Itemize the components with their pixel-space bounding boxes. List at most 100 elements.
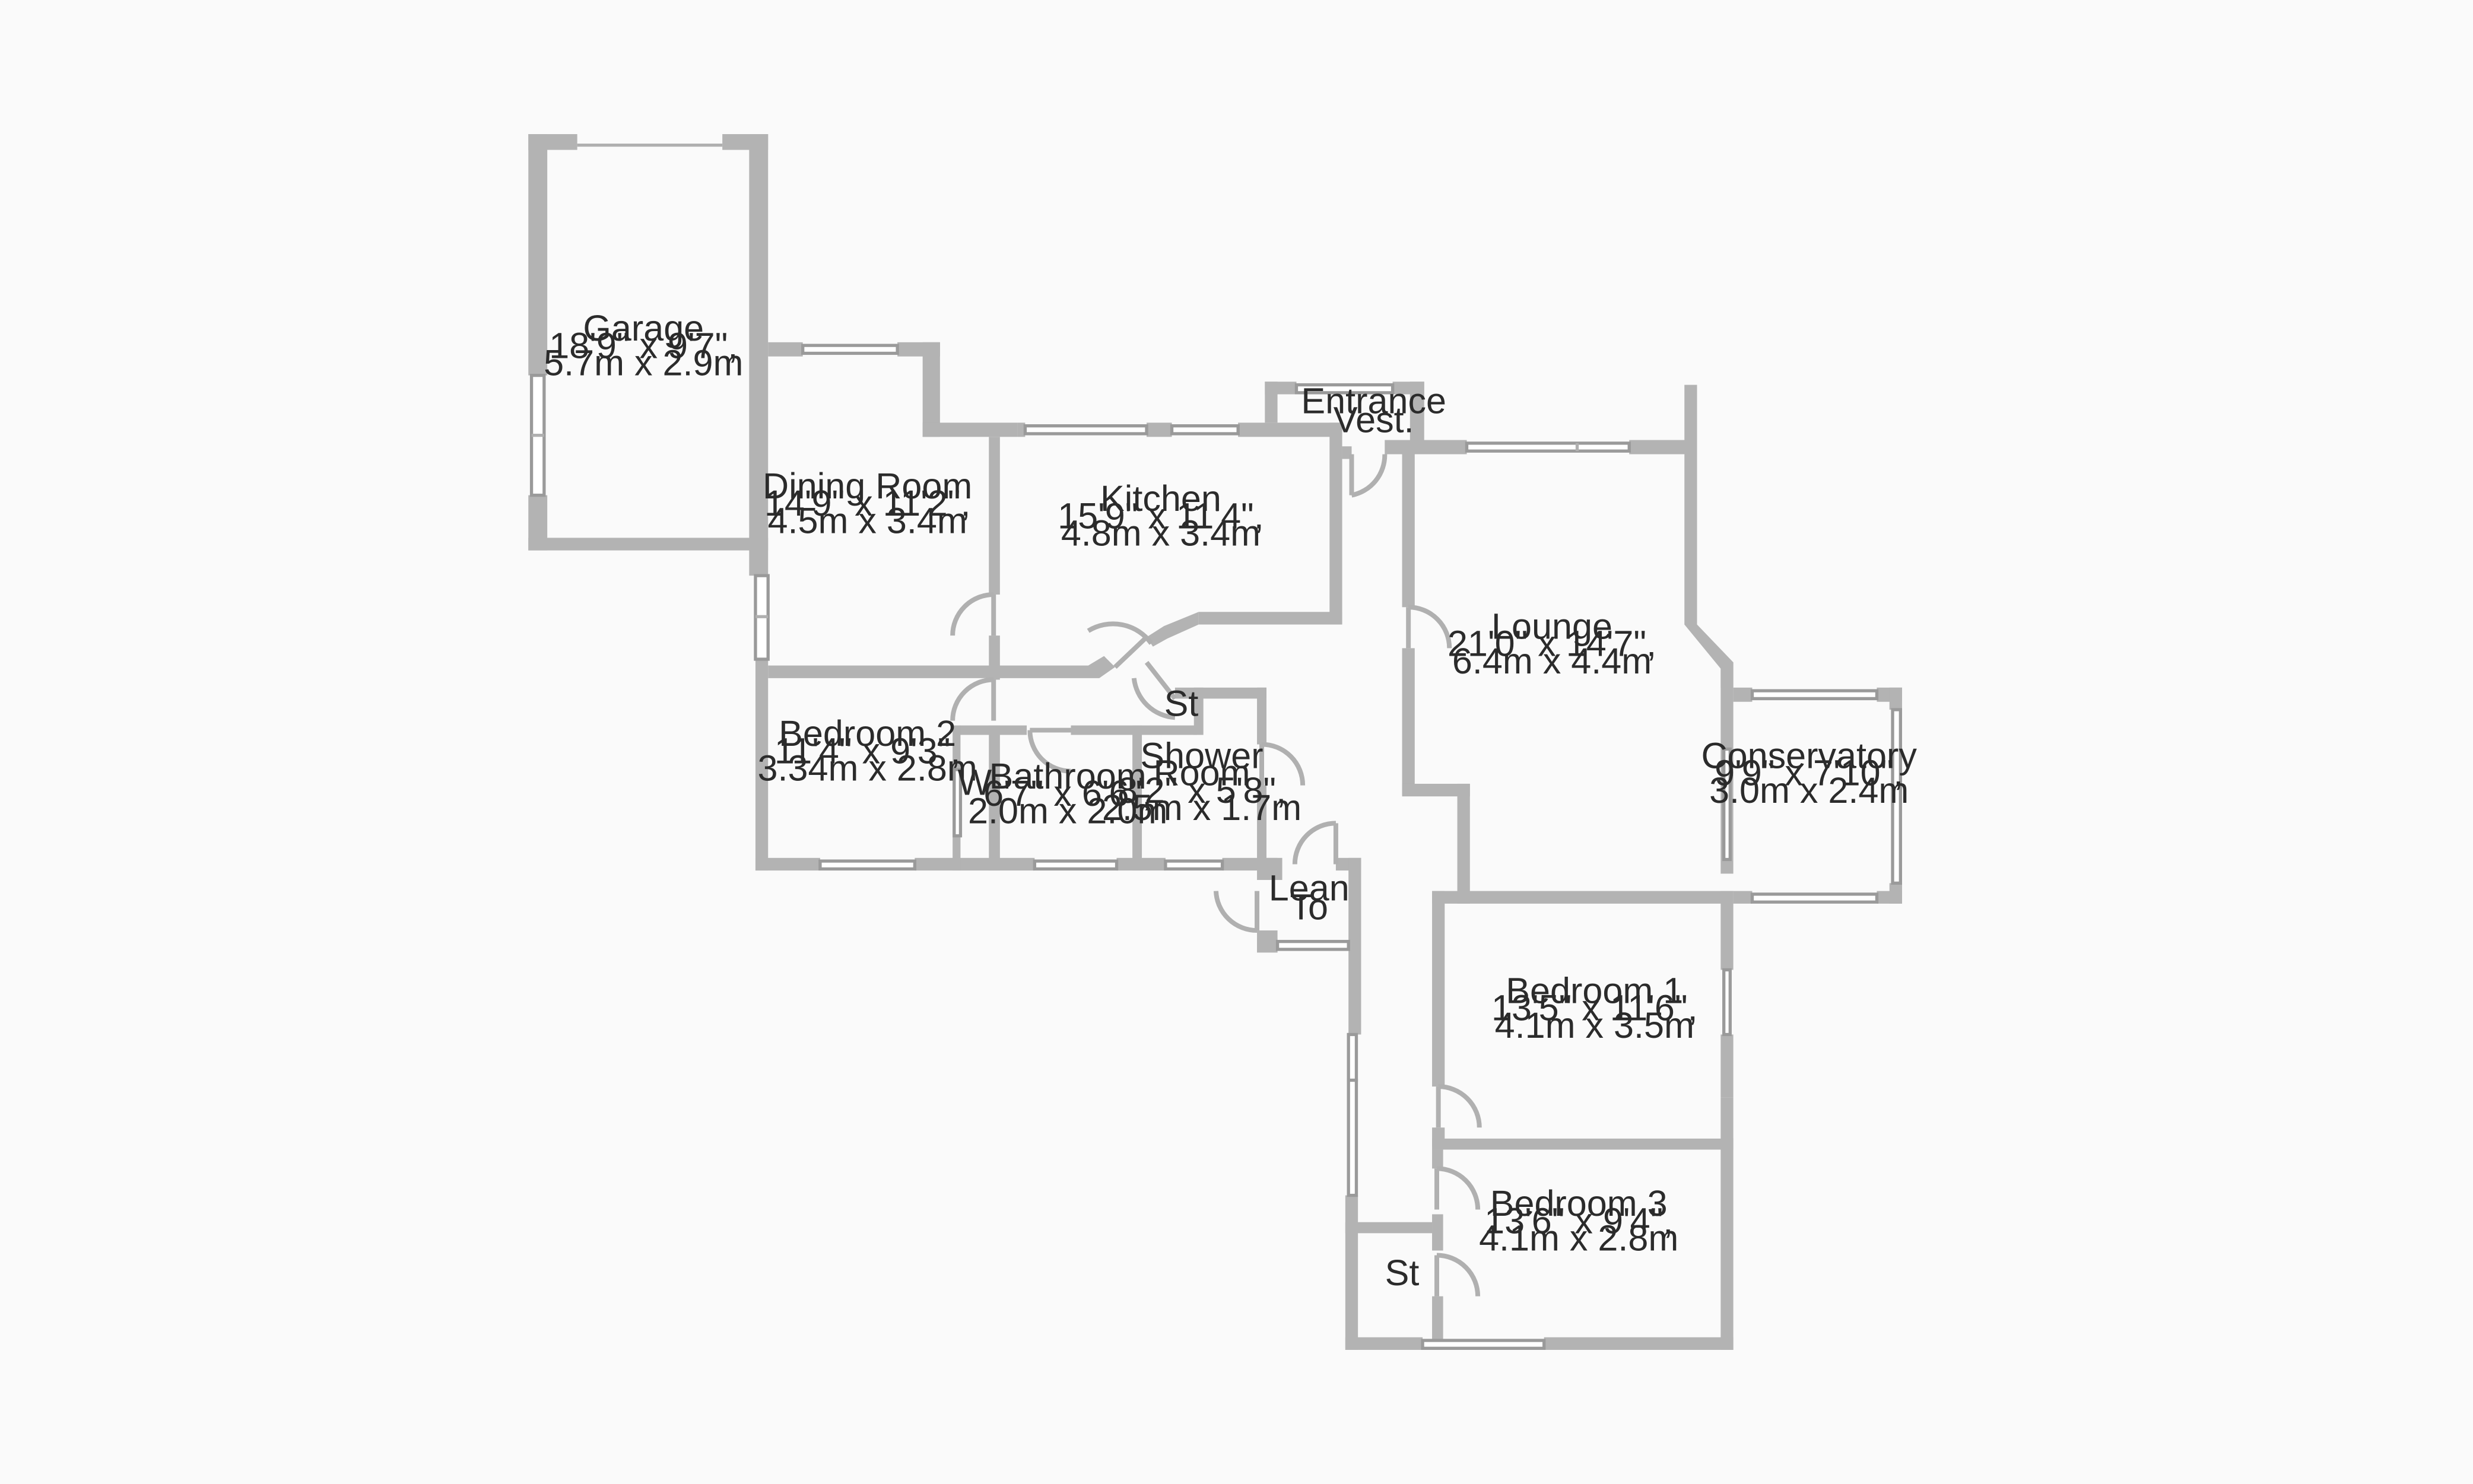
wall-lounge-west-lower <box>1402 648 1415 795</box>
window-bath-south <box>1033 859 1119 871</box>
door-store-leaf <box>1144 660 1177 700</box>
wall-bed1-west-upper <box>1432 891 1445 1087</box>
label-lounge-name: Lounge <box>1491 606 1612 646</box>
wardrobe-doors <box>953 768 963 838</box>
label-dining-name: Dining Room <box>763 466 972 506</box>
door-store-lower-arc <box>1436 1253 1481 1296</box>
label-entrance-line1: Entrance <box>1301 380 1446 421</box>
wall-conservatory-east <box>1889 687 1902 710</box>
wall-bed2-south-right <box>915 857 1035 871</box>
label-dining-metric: 4.5m x 3.4m <box>768 500 967 541</box>
wall-garage-south <box>528 538 769 551</box>
wall-conservatory-se <box>1877 891 1902 904</box>
wall-lounge-east-upper <box>1684 384 1697 625</box>
wall-kitchen-east <box>1329 422 1342 625</box>
window-kitchen-north-1 <box>1023 424 1148 436</box>
wall-store-bed3-divider <box>1432 1214 1443 1251</box>
wall-entrance-south-right <box>1385 440 1467 455</box>
wall-kitchen-south-right <box>1198 612 1342 625</box>
wall-garage-west-upper <box>528 134 548 376</box>
wall-bed1-east-lower <box>1720 1034 1734 1098</box>
window-conservatory-south <box>1750 892 1879 904</box>
wall-garage-north-left <box>528 134 577 150</box>
wall-kitchen-north-b <box>1147 422 1172 437</box>
label-bed2-metric: 3.34m x 2.8m <box>758 748 977 789</box>
window-corridor-east-1 <box>1347 1032 1358 1082</box>
label-conservatory-metric: 3.0m x 2.4m <box>1709 770 1909 811</box>
window-leanto-south <box>1275 940 1350 951</box>
door-bed3-arc <box>1436 1166 1481 1210</box>
label-lounge-imperial: 21'0" x 14'7", <box>1447 624 1656 664</box>
wall-dining-north-left <box>768 342 803 357</box>
label-conservatory-name: Conservatory <box>1701 735 1917 776</box>
label-dining-imperial: 14'9" x 11'2", <box>764 483 971 523</box>
label-garage-metric: 5.7m x 2.9m <box>544 343 743 383</box>
wall-bed3-south-left <box>1345 1337 1423 1350</box>
wall-entrance-north-left <box>1265 382 1297 395</box>
label-leanto-line2: To <box>1290 886 1328 927</box>
label-bed3-name: Bedroom 3 <box>1490 1183 1668 1224</box>
windows <box>529 143 1902 1350</box>
wall-entrance-south-left <box>1342 446 1352 459</box>
wall-bed3-west-upper <box>1432 1149 1443 1169</box>
label-entrance-line2: Vest. <box>1334 399 1414 440</box>
label-garage-name: Garage <box>583 308 704 348</box>
label-kitchen-name: Kitchen <box>1100 478 1221 519</box>
window-bed1-east <box>1722 968 1732 1037</box>
wall-dining-west-lower <box>755 659 769 871</box>
wall-lounge-north-right <box>1629 440 1697 455</box>
label-bath-imperial: 6'7" x 6'6", <box>983 773 1152 814</box>
wall-bed3-south-right <box>1544 1337 1734 1350</box>
wall-garage-east <box>749 134 769 576</box>
label-bed3-metric: 4.1m x 2.8m <box>1479 1218 1678 1259</box>
window-conservatory-west <box>1722 747 1732 862</box>
wall-bed2-bath-divider <box>989 725 1000 871</box>
label-bed1-name: Bedroom 1 <box>1506 970 1683 1010</box>
wall-leanto-east <box>1348 857 1361 1035</box>
window-dining-north <box>801 344 899 355</box>
wall-store-west <box>1345 1195 1358 1350</box>
label-bath-name: Bathroom <box>989 756 1147 796</box>
wall-kitchen-angle <box>1147 612 1199 647</box>
window-bed3-south <box>1421 1339 1546 1350</box>
door-bathroom-arc <box>1027 730 1071 774</box>
doors <box>950 454 1482 1296</box>
door-entrance-arc <box>1351 454 1388 498</box>
window-corridor-east-2 <box>1347 1078 1358 1197</box>
label-lounge-metric: 6.4m x 4.4m <box>1452 641 1652 681</box>
wall-shower-east-lower <box>1257 785 1266 867</box>
wall-dining-kitchen-divider-upper <box>989 437 1000 595</box>
wall-entrance-right <box>1409 382 1424 445</box>
wall-dining-step <box>922 342 940 437</box>
label-shower-line2: Room <box>1154 753 1250 793</box>
wall-corridor-angle <box>1088 656 1115 678</box>
wall-conservatory-north-a <box>1733 687 1753 702</box>
label-wardrobe: W <box>958 762 992 803</box>
label-bed1-imperial: 13'5" x 11'6", <box>1491 988 1698 1028</box>
wall-store-north <box>1345 1222 1433 1234</box>
wall-leanto-north <box>1257 857 1282 881</box>
wall-bed2-south-left <box>755 857 820 871</box>
wall-store-left <box>1193 687 1204 735</box>
door-lounge-arc <box>1408 605 1452 649</box>
window-lounge-north <box>1465 441 1631 453</box>
door-dining-kitchen-arc <box>950 592 994 636</box>
label-bed3-imperial: 13'6" x 9'4", <box>1484 1200 1673 1241</box>
wall-lounge-west-upper <box>1402 454 1415 608</box>
door-bed1-arc <box>1438 1084 1482 1128</box>
wall-shower-east-upper <box>1257 687 1266 745</box>
label-garage-imperial: 18'9" x 9'7", <box>549 325 738 366</box>
wall-bed1-bed3-divider <box>1432 1138 1734 1150</box>
label-leanto-line1: Lean <box>1269 868 1350 908</box>
label-store-upper: St <box>1164 684 1199 724</box>
label-shower-metric: 2.5m x 1.7m <box>1102 787 1301 828</box>
label-shower-imperial: 8'2" x 5'8", <box>1118 770 1286 811</box>
door-leanto-west-arc <box>1213 891 1258 933</box>
wall-lounge-west-step <box>1457 783 1470 904</box>
label-kitchen-metric: 4.8m x 3.4m <box>1061 513 1261 554</box>
label-bed2-name: Bedroom 2 <box>779 713 956 754</box>
window-conservatory-north <box>1750 689 1879 701</box>
wall-kitchen-north-a <box>1017 422 1026 437</box>
label-conservatory-imperial: 9'9" x 7'10", <box>1715 753 1903 793</box>
wall-bed1-east-upper <box>1720 891 1734 970</box>
